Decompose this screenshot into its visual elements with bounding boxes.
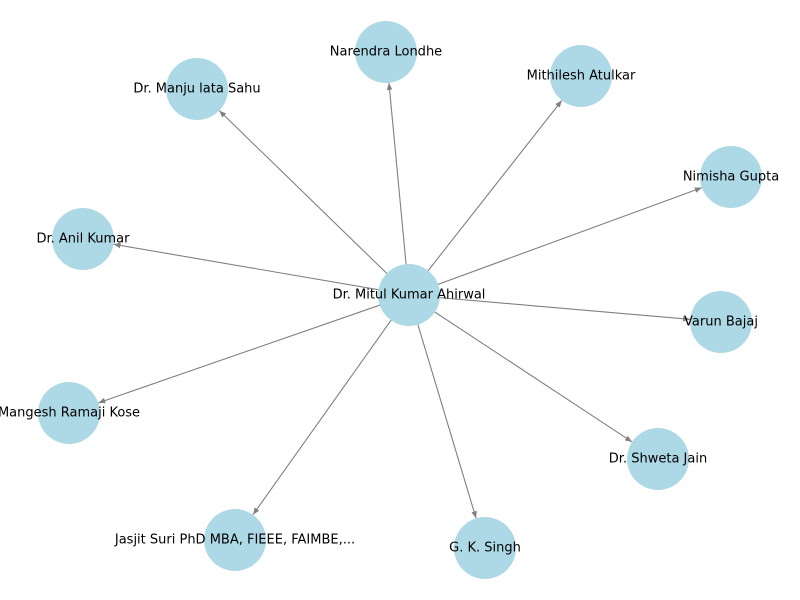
edges-layer	[98, 82, 703, 519]
node-label-mangesh: Mangesh Ramaji Kose	[0, 406, 140, 421]
node-gksingh[interactable]	[454, 517, 516, 579]
node-label-anil: Dr. Anil Kumar	[36, 232, 130, 247]
node-label-nimisha: Nimisha Gupta	[683, 170, 779, 185]
node-label-varun: Varun Bajaj	[684, 315, 758, 330]
node-label-manju: Dr. Manju lata Sahu	[133, 82, 260, 97]
node-label-jasjit: Jasjit Suri PhD MBA, FIEEE, FAIMBE,...	[114, 533, 355, 548]
nodes-layer	[38, 21, 762, 579]
edge-mitul-to-manju	[218, 110, 410, 296]
node-anil[interactable]	[52, 208, 114, 270]
node-narendra[interactable]	[355, 21, 417, 83]
node-nimisha[interactable]	[700, 146, 762, 208]
node-jasjit[interactable]	[204, 509, 266, 571]
edge-mitul-to-mangesh	[98, 294, 410, 404]
edge-mitul-to-mithilesh	[408, 100, 563, 296]
edge-mitul-to-narendra	[386, 82, 410, 296]
edge-mitul-to-nimisha	[408, 187, 703, 296]
node-label-mithilesh: Mithilesh Atulkar	[527, 69, 636, 84]
node-varun[interactable]	[690, 291, 752, 353]
edge-mitul-to-gksingh	[408, 294, 477, 519]
node-mithilesh[interactable]	[550, 45, 612, 107]
labels-layer: Dr. Mitul Kumar Ahirwal Narendra LondheMi…	[0, 45, 779, 556]
edge-mitul-to-varun	[408, 294, 691, 322]
node-manju[interactable]	[166, 58, 228, 120]
node-shweta[interactable]	[627, 428, 689, 490]
node-label-mitul: Dr. Mitul Kumar Ahirwal	[333, 288, 486, 303]
node-mitul[interactable]	[378, 264, 440, 326]
edge-mitul-to-shweta	[408, 294, 633, 443]
edge-mitul-to-anil	[113, 242, 410, 296]
node-label-gksingh: G. K. Singh	[449, 541, 521, 556]
node-label-shweta: Dr. Shweta Jain	[609, 452, 707, 467]
node-label-narendra: Narendra Londhe	[330, 45, 442, 60]
edge-mitul-to-jasjit	[252, 294, 410, 516]
node-mangesh[interactable]	[38, 382, 100, 444]
